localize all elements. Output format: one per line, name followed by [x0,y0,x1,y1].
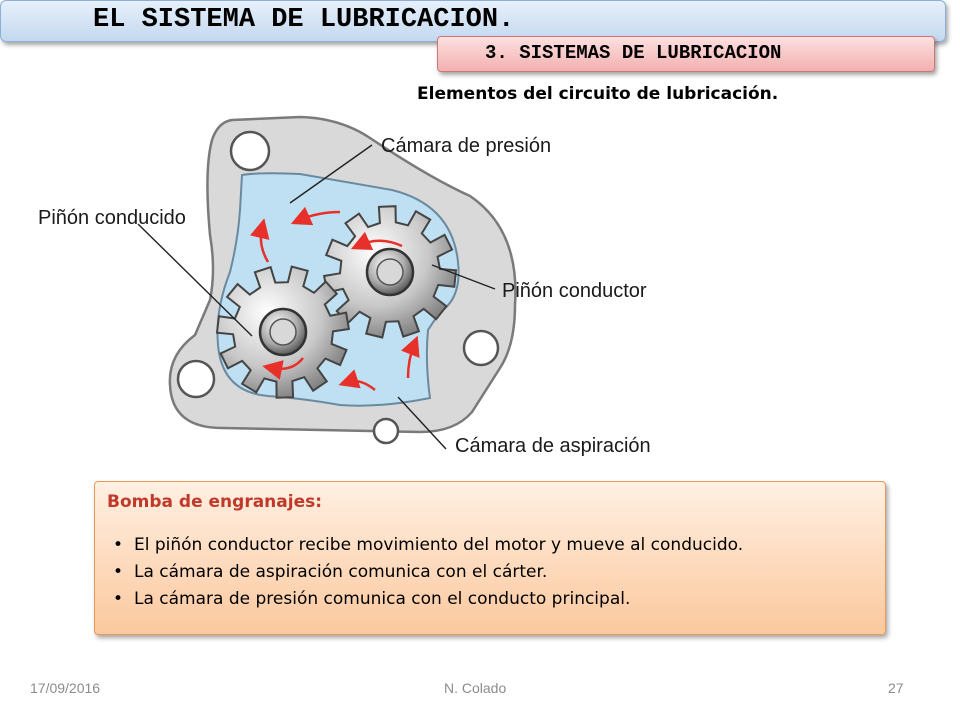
leader-suction-chamber [397,396,447,450]
label-suction-chamber: Cámara de aspiración [455,435,651,457]
leader-drive-gear [431,264,496,290]
flow-arrow-6 [401,335,420,379]
leader-driven-gear [137,223,253,337]
flow-arrow-1 [290,206,341,226]
footer-author: N. Colado [444,680,507,696]
subtitle-bar: 3. SISTEMAS DE LUBRICACION [437,36,935,72]
bolt-hole-right [462,329,500,367]
bolt-hole-left [176,359,216,399]
list-item: • El piñón conductor recibe movimiento d… [107,532,873,559]
label-drive-gear: Piñón conductor [502,280,647,302]
label-pressure-chamber: Cámara de presión [381,135,551,157]
flow-arrow-5 [338,369,376,391]
figure-caption: Elementos del circuito de lubricación. [417,84,779,104]
footer-date: 17/09/2016 [30,680,101,696]
bullet-text: La cámara de aspiración comunica con el … [134,562,548,582]
slide-subtitle: 3. SISTEMAS DE LUBRICACION [485,42,782,64]
list-item: • La cámara de presión comunica con el c… [107,586,873,613]
bolt-hole-bottom [372,417,400,445]
bolt-hole-top [229,130,271,172]
flow-arrow-3 [350,231,403,251]
bullet-text: La cámara de presión comunica con el con… [134,589,631,609]
label-driven-gear: Piñón conducido [38,207,186,229]
flow-arrow-4 [262,357,304,380]
info-box: Bomba de engranajes: • El piñón conducto… [94,481,886,635]
info-title: Bomba de engranajes: [107,492,323,512]
flow-arrow-2 [249,218,270,263]
list-item: • La cámara de aspiración comunica con e… [107,559,873,586]
bullet-dot: • [113,535,124,555]
bullet-list: • El piñón conductor recibe movimiento d… [107,532,873,613]
footer-page-number: 27 [888,680,904,696]
bullet-dot: • [113,562,124,582]
slide-title: EL SISTEMA DE LUBRICACION. [93,5,515,35]
bullet-text: El piñón conductor recibe movimiento del… [134,535,744,555]
leader-pressure-chamber [289,144,373,204]
bullet-dot: • [113,589,124,609]
driven-gear [215,265,351,399]
bolt-holes [176,130,500,445]
flow-arrows [249,206,420,391]
title-bar: EL SISTEMA DE LUBRICACION. [0,0,946,42]
